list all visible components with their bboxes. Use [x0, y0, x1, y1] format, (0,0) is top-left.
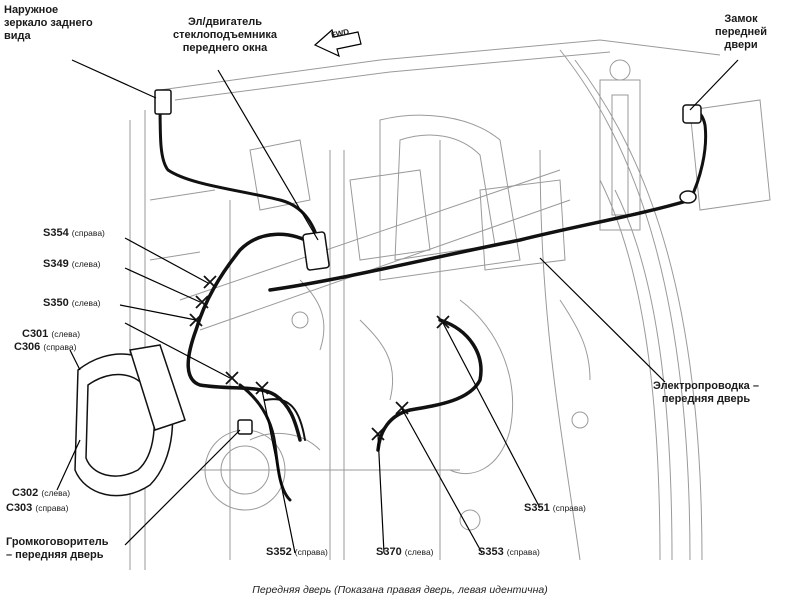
label-s353: S353 (справа)	[478, 546, 540, 558]
label-mirror: Наружное зеркало заднего вида	[4, 4, 93, 42]
marker-c301	[225, 371, 239, 385]
door-frame	[129, 39, 771, 570]
figure-caption: Передняя дверь (Показана правая дверь, л…	[252, 584, 548, 596]
label-s350: S350 (слева)	[43, 297, 101, 309]
leader-lines	[56, 59, 739, 554]
speaker-connector	[237, 419, 253, 435]
splice-markers	[189, 275, 450, 441]
mirror-connector	[154, 89, 172, 115]
label-c302: C302 (слева)	[12, 487, 71, 499]
marker-s370	[371, 427, 385, 441]
label-door-lock: Замок передней двери	[714, 13, 768, 51]
marker-s351	[436, 315, 450, 329]
label-s370: S370 (слева)	[376, 546, 434, 558]
speaker-bracket	[129, 344, 186, 431]
label-c303: C303 (справа)	[6, 502, 69, 514]
fwd-arrow-icon	[313, 28, 362, 58]
speaker-cone	[85, 373, 155, 477]
lock-connector	[682, 104, 702, 124]
marker-s352	[255, 381, 269, 395]
label-wiring: Электропроводка – передняя дверь	[653, 380, 759, 405]
fwd-arrow	[313, 28, 362, 58]
label-s352: S352 (справа)	[266, 546, 328, 558]
marker-s353	[395, 401, 409, 415]
marker-s349	[195, 295, 209, 309]
lock-harness-clip	[679, 190, 697, 204]
label-s351: S351 (справа)	[524, 502, 586, 514]
label-speaker: Громкоговоритель – передняя дверь	[6, 536, 109, 561]
label-window-motor: Эл/двигатель стеклоподъемника переднего …	[172, 16, 278, 54]
marker-s354	[203, 275, 217, 289]
label-c306: C306 (справа)	[14, 341, 77, 353]
label-s349: S349 (слева)	[43, 258, 101, 270]
label-c301: C301 (слева)	[22, 328, 81, 340]
component-shapes	[74, 89, 702, 497]
label-s354: S354 (справа)	[43, 227, 105, 239]
